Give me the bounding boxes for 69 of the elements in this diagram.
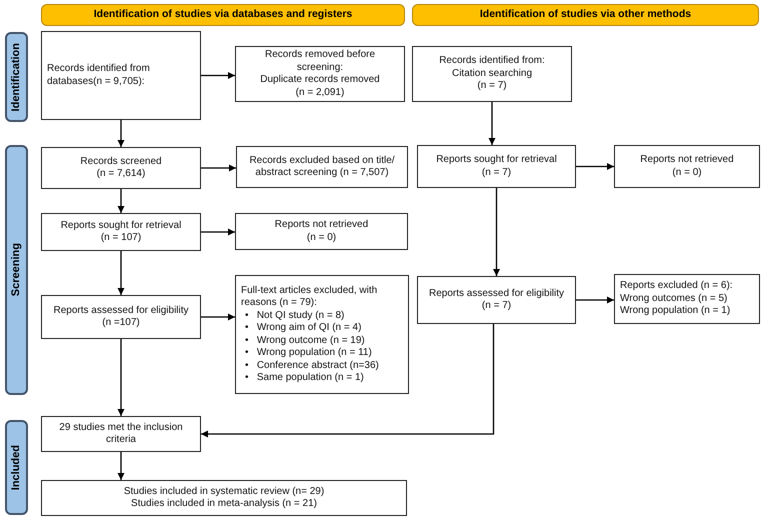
box-text: Records excluded based on title/ abstract screening (n = 7,507) <box>248 154 396 180</box>
box-text: Reports not retrieved <box>640 154 734 166</box>
arrow <box>576 163 614 170</box>
box-text: Reports not retrieved <box>274 219 368 232</box>
box-text: Studies included in systematic review (n= 29) <box>124 486 324 498</box>
box-text: (n = 7) <box>482 166 512 179</box>
box-text: Reports assessed for eligibility <box>428 288 564 300</box>
arrow <box>118 120 124 147</box>
box-text: Reports sought for retrieval <box>436 154 557 166</box>
process-box <box>235 275 409 394</box>
process-box <box>412 46 572 102</box>
process-box <box>417 145 576 188</box>
section-header: Identification of studies via databases and registers <box>41 4 405 26</box>
box-text: (n = 2,091) <box>296 86 344 99</box>
box-text: Records identified from: <box>439 55 545 68</box>
stage-band: Included <box>5 420 28 515</box>
section-header: Identification of studies via other methods <box>412 4 759 26</box>
box-text: Records screened <box>80 156 162 168</box>
box-text: (n = 7,614) <box>96 168 146 180</box>
list-item: • Not QI study (n = 8) <box>245 310 346 322</box>
box-text: Records identified from databases(n = 9,705): <box>47 63 151 88</box>
box-text: 29 studies met the inclusion criteria <box>58 422 184 446</box>
arrow <box>118 452 124 480</box>
arrow <box>576 296 614 304</box>
process-box <box>41 416 201 452</box>
arrow <box>201 228 235 236</box>
list-item: • Same population (n = 1) <box>245 372 365 384</box>
box-text: Reports sought for retrieval <box>60 220 182 232</box>
list-item: • Wrong outcome (n = 19) <box>245 334 366 347</box>
process-box <box>41 213 201 251</box>
process-box <box>235 46 405 102</box>
arrow <box>201 72 235 79</box>
arrow <box>201 324 494 438</box>
arrow <box>118 251 124 295</box>
box-text: Reports assessed for eligibility <box>53 304 189 317</box>
arrow <box>488 102 496 145</box>
process-box <box>235 213 408 250</box>
box-text: (n = 107) <box>100 232 142 244</box>
box-text: Full-text articles excluded, with reasons (n = 79): <box>241 284 378 310</box>
box-text: (n = 7) <box>482 300 512 312</box>
arrow <box>493 188 500 276</box>
box-text: (n = 7) <box>477 80 507 93</box>
process-box <box>41 295 201 339</box>
process-box <box>614 274 760 324</box>
arrow <box>118 189 124 213</box>
arrow <box>201 314 235 320</box>
stage-band: Screening <box>5 145 28 395</box>
process-box <box>41 480 407 516</box>
box-text: Reports excluded (n = 6): <box>620 280 733 293</box>
process-box <box>41 31 201 120</box>
stage-band: Identification <box>5 32 28 122</box>
box-text: Records removed before screening: <box>264 49 376 74</box>
arrow <box>118 339 124 416</box>
list-item: • Conference abstract (n=36) <box>245 360 379 372</box>
list-item: • Wrong aim of QI (n = 4) <box>245 322 362 334</box>
box-text: (n =107) <box>102 317 140 330</box>
process-box <box>236 146 408 188</box>
box-text: Studies included in meta-analysis (n = 21) <box>131 498 317 510</box>
box-text: Wrong population (n = 1) <box>620 305 730 318</box>
process-box <box>417 276 576 324</box>
box-text: (n = 0) <box>306 232 336 244</box>
list-item: • Wrong population (n = 11) <box>245 347 373 360</box>
arrow <box>201 164 236 172</box>
box-text: Duplicate records removed <box>260 74 380 86</box>
process-box <box>41 147 201 189</box>
process-box <box>614 145 760 188</box>
box-text: Wrong outcomes (n = 5) <box>620 292 728 306</box>
box-text: (n = 0) <box>672 166 702 179</box>
box-text: Citation searching <box>452 68 532 80</box>
